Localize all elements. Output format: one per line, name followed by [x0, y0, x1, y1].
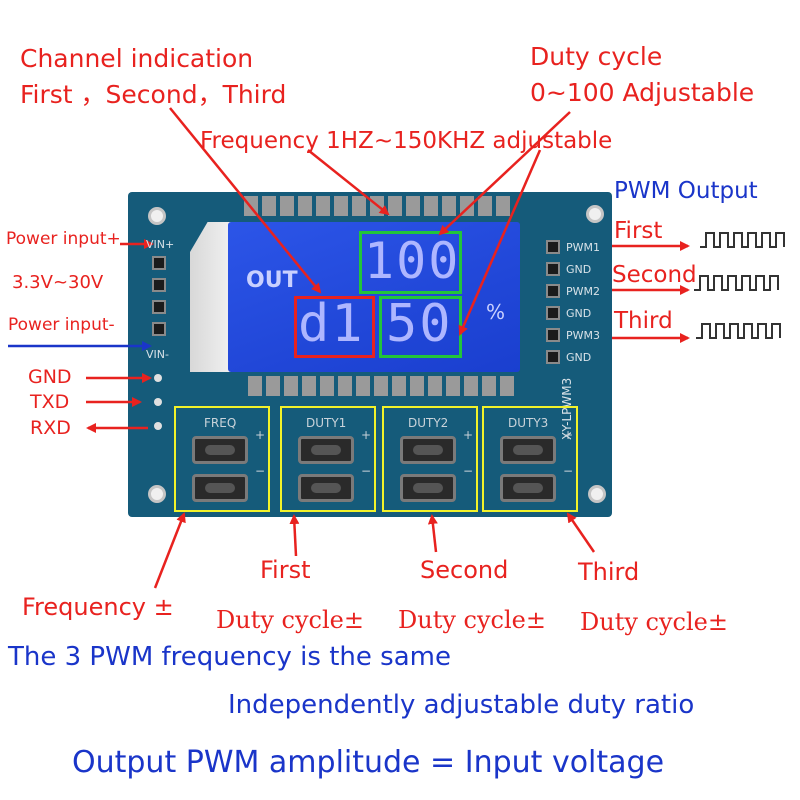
output-pin [546, 306, 560, 320]
lcd-top-value: 100 [364, 232, 461, 290]
voltage-label: 3.3V~30V [12, 272, 104, 293]
mount-hole [588, 485, 606, 503]
txd-label: TXD [30, 391, 70, 413]
bottom-first-label: First [260, 556, 311, 584]
power-plus-label: Power input+ [6, 229, 121, 249]
duty3-plus-label: + [563, 428, 574, 442]
lcd-out-label: OUT [246, 268, 298, 293]
duty-title: Duty cycle [530, 42, 663, 71]
lcd-unit: % [486, 300, 506, 324]
duty2-adjust-label: Duty cycle± [398, 606, 546, 634]
rxd-pad [154, 422, 162, 430]
pin-label-gnd2: GND [566, 307, 592, 320]
vin-minus-label: VIN- [146, 348, 169, 361]
duty3-minus-button[interactable] [500, 474, 556, 502]
duty2-minus-label: − [463, 464, 474, 478]
gnd-pad [154, 374, 162, 382]
duty3-button-frame [482, 406, 578, 512]
note-amplitude: Output PWM amplitude = Input voltage [72, 745, 665, 780]
duty-top-highlight [359, 231, 462, 294]
duty-subtitle: 0~100 Adjustable [530, 78, 755, 107]
duty1-plus-button[interactable] [298, 436, 354, 464]
gnd-label: GND [28, 366, 72, 388]
bottom-third-label: Third [578, 558, 640, 586]
freq-plus-label: + [255, 428, 266, 442]
pin-label-pwm3: PWM3 [566, 329, 600, 342]
duty2-plus-button[interactable] [400, 436, 456, 464]
lcd-bottom-value: 50 [386, 294, 453, 354]
duty1-label: DUTY1 [306, 416, 347, 430]
duty3-plus-button[interactable] [500, 436, 556, 464]
bottom-second-label: Second [420, 556, 509, 584]
power-minus-label: Power input- [8, 315, 115, 335]
note-frequency: The 3 PWM frequency is the same [8, 642, 451, 672]
vin-pin [152, 300, 166, 314]
vin-plus-label: VIN+ [146, 238, 175, 251]
output-pin [546, 350, 560, 364]
rxd-label: RXD [30, 417, 71, 439]
output-pin [546, 240, 560, 254]
vin-pin [152, 278, 166, 292]
channel-subtitle: First ，Second，Third [20, 80, 287, 109]
txd-pad [154, 398, 162, 406]
frequency-title: Frequency 1HZ~150KHZ adjustable [200, 128, 613, 154]
pin-label-pwm2: PWM2 [566, 285, 600, 298]
second-output-label: Second [612, 262, 697, 288]
freq-label: FREQ [204, 416, 237, 430]
duty2-minus-button[interactable] [400, 474, 456, 502]
channel-title: Channel indication [20, 44, 254, 73]
freq-minus-button[interactable] [192, 474, 248, 502]
channel-highlight [294, 296, 375, 358]
lcd-channel: d1 [298, 294, 365, 354]
output-pin [546, 284, 560, 298]
pin-label-pwm1: PWM1 [566, 241, 600, 254]
output-pin [546, 262, 560, 276]
pin-label-gnd3: GND [566, 351, 592, 364]
freq-plus-button[interactable] [192, 436, 248, 464]
third-output-label: Third [614, 308, 673, 334]
duty1-adjust-label: Duty cycle± [216, 606, 364, 634]
vin-pin [152, 256, 166, 270]
freq-minus-label: − [255, 464, 266, 478]
duty2-plus-label: + [463, 428, 474, 442]
output-pin [546, 328, 560, 342]
mount-hole [586, 205, 604, 223]
pwm-output-label: PWM Output [614, 178, 758, 204]
mount-hole [148, 485, 166, 503]
mount-hole [148, 207, 166, 225]
first-output-label: First [614, 218, 663, 244]
freq-button-frame [174, 406, 270, 512]
duty3-label: DUTY3 [508, 416, 549, 430]
duty2-label: DUTY2 [408, 416, 449, 430]
duty1-button-frame [280, 406, 376, 512]
pin-label-gnd1: GND [566, 263, 592, 276]
duty1-minus-label: − [361, 464, 372, 478]
vin-pin [152, 322, 166, 336]
lcd-glass [190, 222, 234, 372]
duty3-adjust-label: Duty cycle± [580, 608, 728, 636]
duty1-minus-button[interactable] [298, 474, 354, 502]
duty1-plus-label: + [361, 428, 372, 442]
frequency-adjust-label: Frequency ± [22, 593, 174, 621]
duty2-button-frame [382, 406, 478, 512]
note-duty: Independently adjustable duty ratio [228, 690, 695, 720]
duty3-minus-label: − [563, 464, 574, 478]
